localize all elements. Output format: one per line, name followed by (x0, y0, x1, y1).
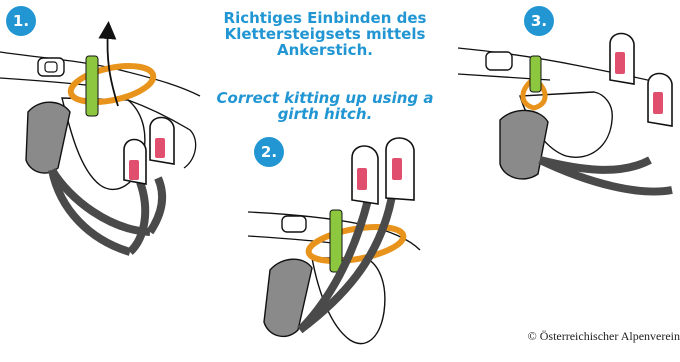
caption-german-line: Klettersteigsets mittels (200, 26, 450, 42)
panel-3-illustration (458, 34, 672, 192)
lanyard-arm (540, 160, 672, 192)
caption-german-line: Ankerstich. (200, 42, 450, 58)
carabiner-gate (357, 168, 367, 190)
carabiner-gate (653, 92, 663, 114)
panel-2-illustration (248, 138, 420, 344)
step-number-badge-1: 1. (6, 6, 36, 36)
lanyard-pad (26, 102, 70, 173)
carabiner-gate (392, 158, 402, 180)
caption-english: Correct kitting up using a girth hitch. (200, 90, 450, 122)
harness-buckle (486, 52, 512, 70)
caption-german: Richtiges Einbinden des Klettersteigsets… (200, 10, 450, 58)
carabiner-gate (129, 160, 139, 180)
harness-buckle (282, 216, 306, 232)
carabiner-gate (155, 138, 165, 158)
caption-german-line: Richtiges Einbinden des (200, 10, 450, 26)
tape-wrap (86, 56, 98, 116)
copyright-notice: © Österreichischer Alpenverein (528, 329, 680, 344)
step-number-badge-2: 2. (254, 137, 284, 167)
lanyard-arm (130, 182, 145, 252)
caption-english-line: girth hitch. (200, 106, 450, 122)
carabiner-gate (615, 52, 625, 74)
tape-wrap (330, 210, 342, 272)
step-number-badge-3: 3. (524, 6, 554, 36)
lanyard-arm (150, 178, 162, 232)
harness-outline (0, 52, 200, 96)
panel-1-illustration (0, 30, 200, 252)
lanyard-pad (500, 110, 548, 179)
tape-wrap (530, 56, 541, 92)
caption-english-line: Correct kitting up using a (200, 90, 450, 106)
harness-buckle (38, 58, 64, 76)
